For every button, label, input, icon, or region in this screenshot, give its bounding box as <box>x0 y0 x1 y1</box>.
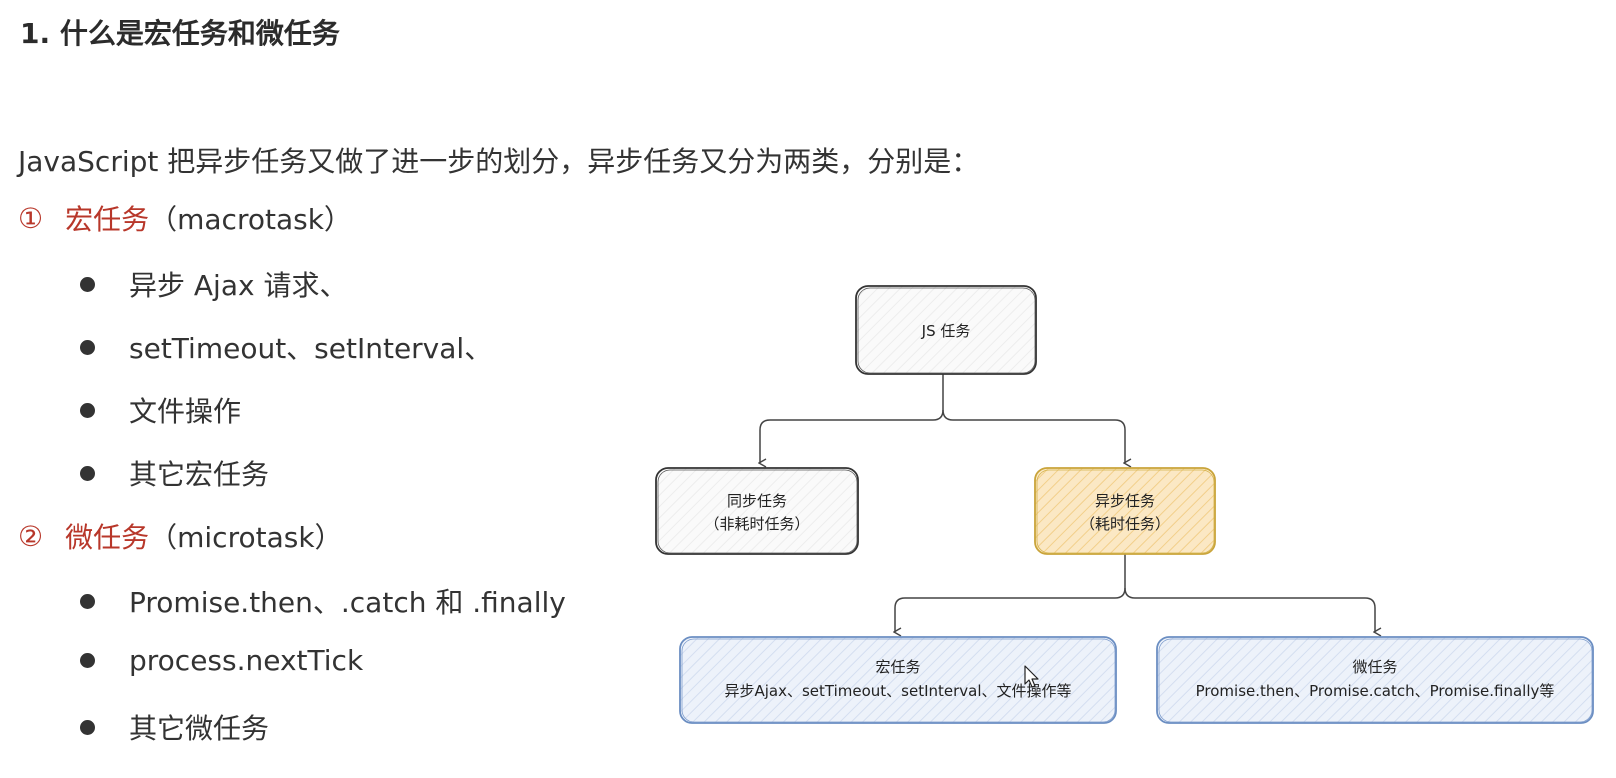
microtask-node-desc: Promise.then、Promise.catch、Promise.final… <box>1196 682 1555 700</box>
list-item-text: 文件操作 <box>129 395 242 428</box>
list-item-text: 其它微任务 <box>129 712 270 745</box>
list-item: process.nextTick <box>80 644 363 677</box>
list-item: 文件操作 <box>80 390 241 430</box>
js-task-node: JS 任务 <box>855 285 1037 375</box>
sync-task-title: 同步任务 <box>727 492 787 510</box>
bullet-dot-icon <box>80 402 95 418</box>
async-task-title: 异步任务 <box>1095 492 1155 510</box>
async-task-subtitle: （耗时任务） <box>1080 515 1170 533</box>
bullet-dot-icon <box>80 276 95 292</box>
microtask-english: （microtask） <box>149 521 343 554</box>
list-item-text: 异步 Ajax 请求、 <box>129 269 348 302</box>
microtask-heading: ② 微任务 （microtask） <box>18 516 343 556</box>
sync-task-subtitle: （非耗时任务） <box>704 515 809 533</box>
bullet-dot-icon <box>80 465 95 481</box>
bullet-dot-icon <box>80 339 95 355</box>
bullet-dot-icon <box>80 653 95 668</box>
macrotask-heading: ① 宏任务 （macrotask） <box>18 198 352 238</box>
js-task-label: JS 任务 <box>921 322 971 340</box>
intro-text: JavaScript 把异步任务又做了进一步的划分，异步任务又分为两类，分别是： <box>18 145 980 178</box>
microtask-name: 微任务 <box>65 521 150 554</box>
list-item: Promise.then、.catch 和 .finally <box>80 581 566 621</box>
microtask-node: 微任务 Promise.then、Promise.catch、Promise.f… <box>1156 636 1594 724</box>
list-item: 其它微任务 <box>80 707 269 747</box>
macrotask-node-desc: 异步Ajax、setTimeout、setInterval、文件操作等 <box>724 682 1071 700</box>
macrotask-node: 宏任务 异步Ajax、setTimeout、setInterval、文件操作等 <box>679 636 1117 724</box>
list-item: 其它宏任务 <box>80 453 269 493</box>
list-item: 异步 Ajax 请求、 <box>80 264 347 304</box>
microtask-node-title: 微任务 <box>1352 658 1397 676</box>
list-item-text: 其它宏任务 <box>129 458 270 491</box>
connector-async-to-children <box>895 553 1375 632</box>
connector-js-to-children <box>760 374 1125 463</box>
bullet-dot-icon <box>80 593 95 609</box>
list-item: setTimeout、setInterval、 <box>80 327 492 367</box>
list-item-text: Promise.then、.catch 和 .finally <box>129 586 566 619</box>
microtask-marker: ② <box>18 519 44 553</box>
mouse-cursor-icon <box>1024 665 1039 688</box>
async-task-node: 异步任务 （耗时任务） <box>1034 467 1216 555</box>
page-title: 1. 什么是宏任务和微任务 <box>20 17 340 50</box>
list-item-text: process.nextTick <box>129 644 364 677</box>
list-item-text: setTimeout、setInterval、 <box>129 332 493 365</box>
sync-task-node: 同步任务 （非耗时任务） <box>655 467 859 555</box>
macrotask-marker: ① <box>18 201 44 235</box>
macrotask-name: 宏任务 <box>65 203 150 236</box>
macrotask-node-title: 宏任务 <box>875 658 920 676</box>
bullet-dot-icon <box>80 719 95 735</box>
macrotask-english: （macrotask） <box>149 203 352 236</box>
